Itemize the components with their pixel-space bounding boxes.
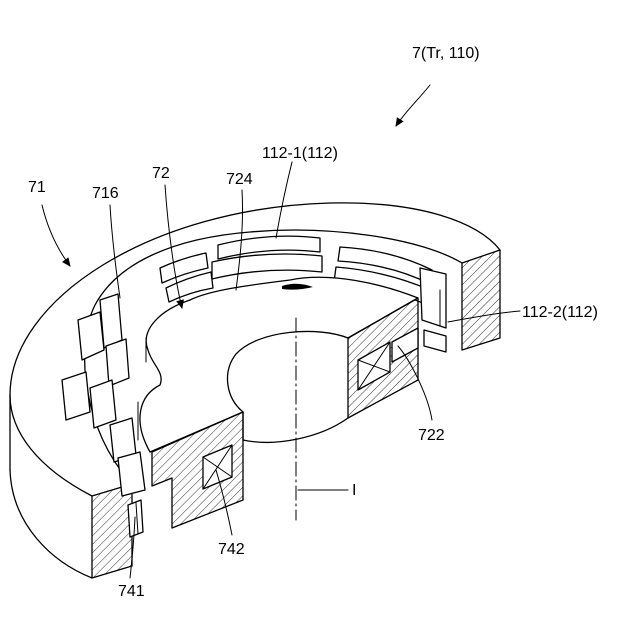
segment-side-upper <box>420 268 446 328</box>
stack-piece-4 <box>62 372 90 420</box>
leader-upper-coil <box>276 162 292 238</box>
bottom-piece <box>128 500 143 537</box>
segment-top-lower <box>212 254 322 279</box>
label-axis: I <box>352 482 356 499</box>
stack-piece-3 <box>106 339 129 386</box>
label-winding-front: 742 <box>218 541 245 558</box>
outer-ring-bottom-edge <box>10 470 92 578</box>
label-upper-coil: 112-1(112) <box>262 145 338 162</box>
leader-segment-stack <box>110 205 120 298</box>
stack-piece-7 <box>118 452 145 496</box>
label-segment-stack: 716 <box>92 185 119 202</box>
outer-ring-right-cut-face <box>462 250 500 350</box>
label-lower-coil: 112-2(112) <box>522 304 598 321</box>
label-outer-ring: 71 <box>28 179 46 196</box>
label-bottom-part: 741 <box>118 583 145 600</box>
leader-assembly <box>396 85 430 126</box>
stack-piece-5 <box>90 380 116 428</box>
inner-core <box>138 277 418 528</box>
stack-piece-2 <box>78 312 104 360</box>
segment-side-lower <box>424 330 446 352</box>
leader-outer-ring <box>42 205 70 266</box>
label-assembly: 7(Tr, 110) <box>412 45 480 62</box>
outer-ring-front-cut-face <box>92 484 132 578</box>
label-core-top: 724 <box>226 171 253 188</box>
label-winding-right: 722 <box>418 427 445 444</box>
label-inner-core: 72 <box>152 165 170 182</box>
